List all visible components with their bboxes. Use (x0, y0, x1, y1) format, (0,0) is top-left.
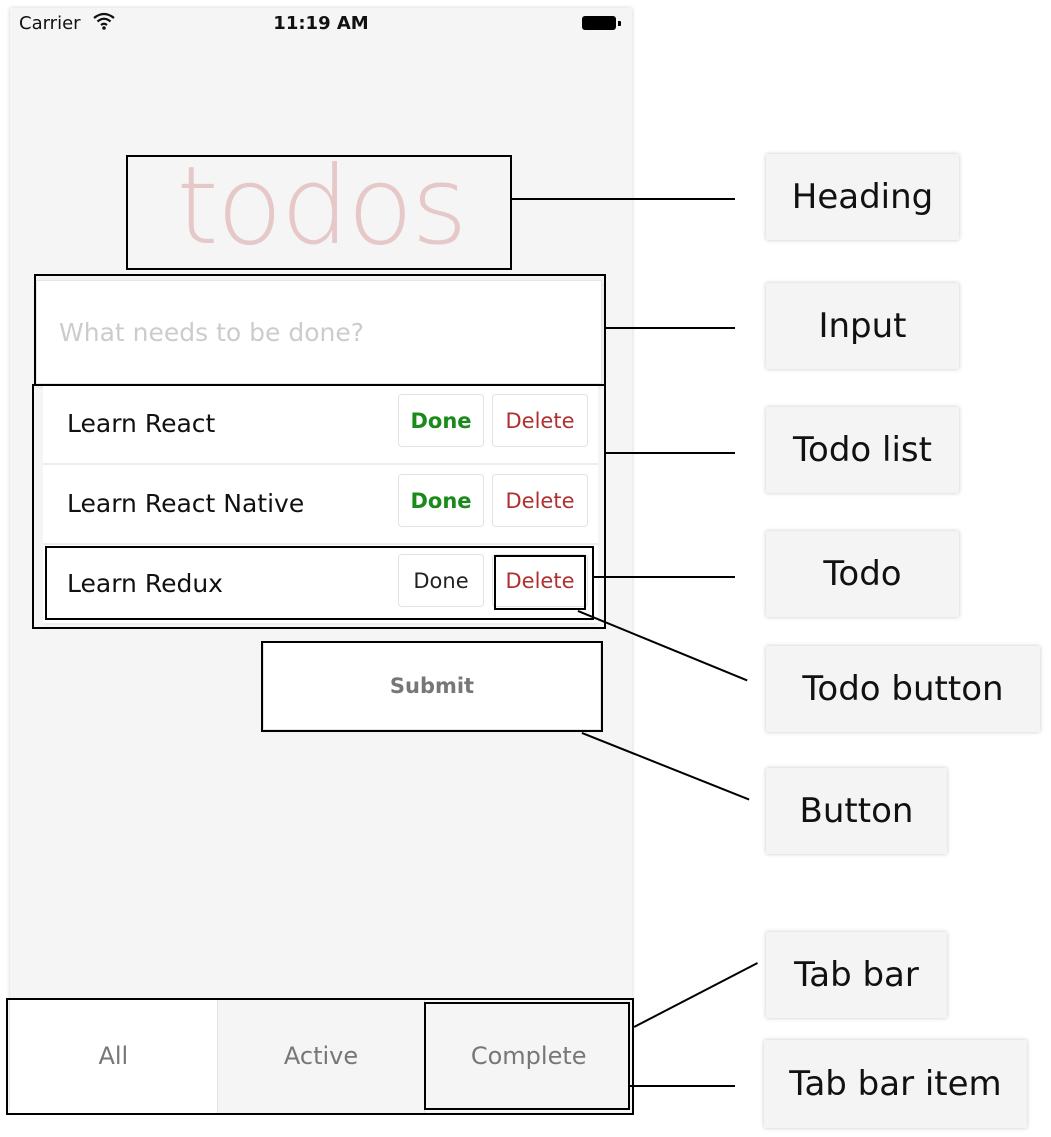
done-button[interactable]: Done (398, 474, 484, 527)
todo-input-container (36, 280, 602, 384)
todo-text: Learn React Native (67, 489, 305, 518)
todo-item: Learn Redux Done Delete (43, 545, 598, 625)
todo-item: Learn React Native Done Delete (43, 465, 598, 545)
tab-bar-item-leader-line (630, 1085, 735, 1087)
app-heading: todos (176, 144, 467, 269)
delete-button[interactable]: Delete (492, 554, 588, 607)
status-bar: Carrier 11:19 AM (10, 8, 632, 40)
annotation-button: Button (766, 768, 947, 854)
done-button[interactable]: Done (398, 394, 484, 447)
annotation-todo: Todo (766, 531, 959, 617)
tab-active[interactable]: Active (217, 999, 426, 1113)
submit-button[interactable]: Submit (263, 642, 601, 730)
tab-all[interactable]: All (10, 999, 218, 1113)
input-leader-line (606, 327, 735, 329)
annotation-tab-bar: Tab bar (766, 932, 947, 1018)
heading-leader-line (512, 198, 735, 200)
todo-text: Learn React (67, 409, 216, 438)
phone-screen: Carrier 11:19 AM todos Learn React Done … (10, 8, 633, 1113)
annotation-todo-button: Todo button (766, 646, 1040, 732)
todo-input[interactable] (37, 281, 601, 383)
tab-bar-leader-line (633, 962, 758, 1028)
wifi-icon (93, 12, 115, 35)
battery-tip (618, 21, 621, 26)
carrier-label: Carrier (19, 13, 81, 34)
annotation-input: Input (766, 283, 959, 369)
annotation-heading: Heading (766, 154, 959, 240)
tab-bar: All Active Complete (10, 998, 633, 1113)
todo-list-leader-line (606, 452, 735, 454)
battery-icon (582, 16, 616, 30)
annotation-tab-bar-item: Tab bar item (764, 1040, 1027, 1128)
done-button[interactable]: Done (398, 554, 484, 607)
delete-button[interactable]: Delete (492, 394, 588, 447)
status-time: 11:19 AM (273, 13, 369, 34)
todo-item: Learn React Done Delete (43, 385, 598, 465)
todo-list: Learn React Done Delete Learn React Nati… (43, 385, 598, 625)
todo-leader-line (594, 576, 735, 578)
todo-text: Learn Redux (67, 569, 223, 598)
tab-complete[interactable]: Complete (425, 999, 633, 1113)
delete-button[interactable]: Delete (492, 474, 588, 527)
annotation-todo-list: Todo list (766, 407, 959, 493)
